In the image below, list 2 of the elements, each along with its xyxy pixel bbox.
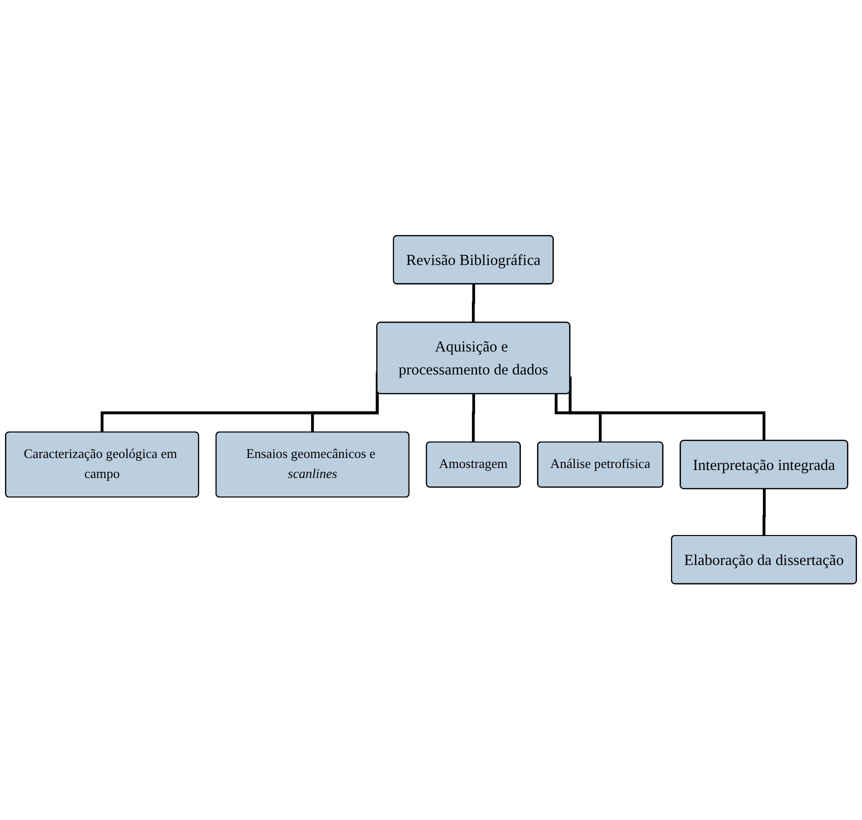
- connector: [568, 376, 766, 442]
- connector: [472, 284, 476, 324]
